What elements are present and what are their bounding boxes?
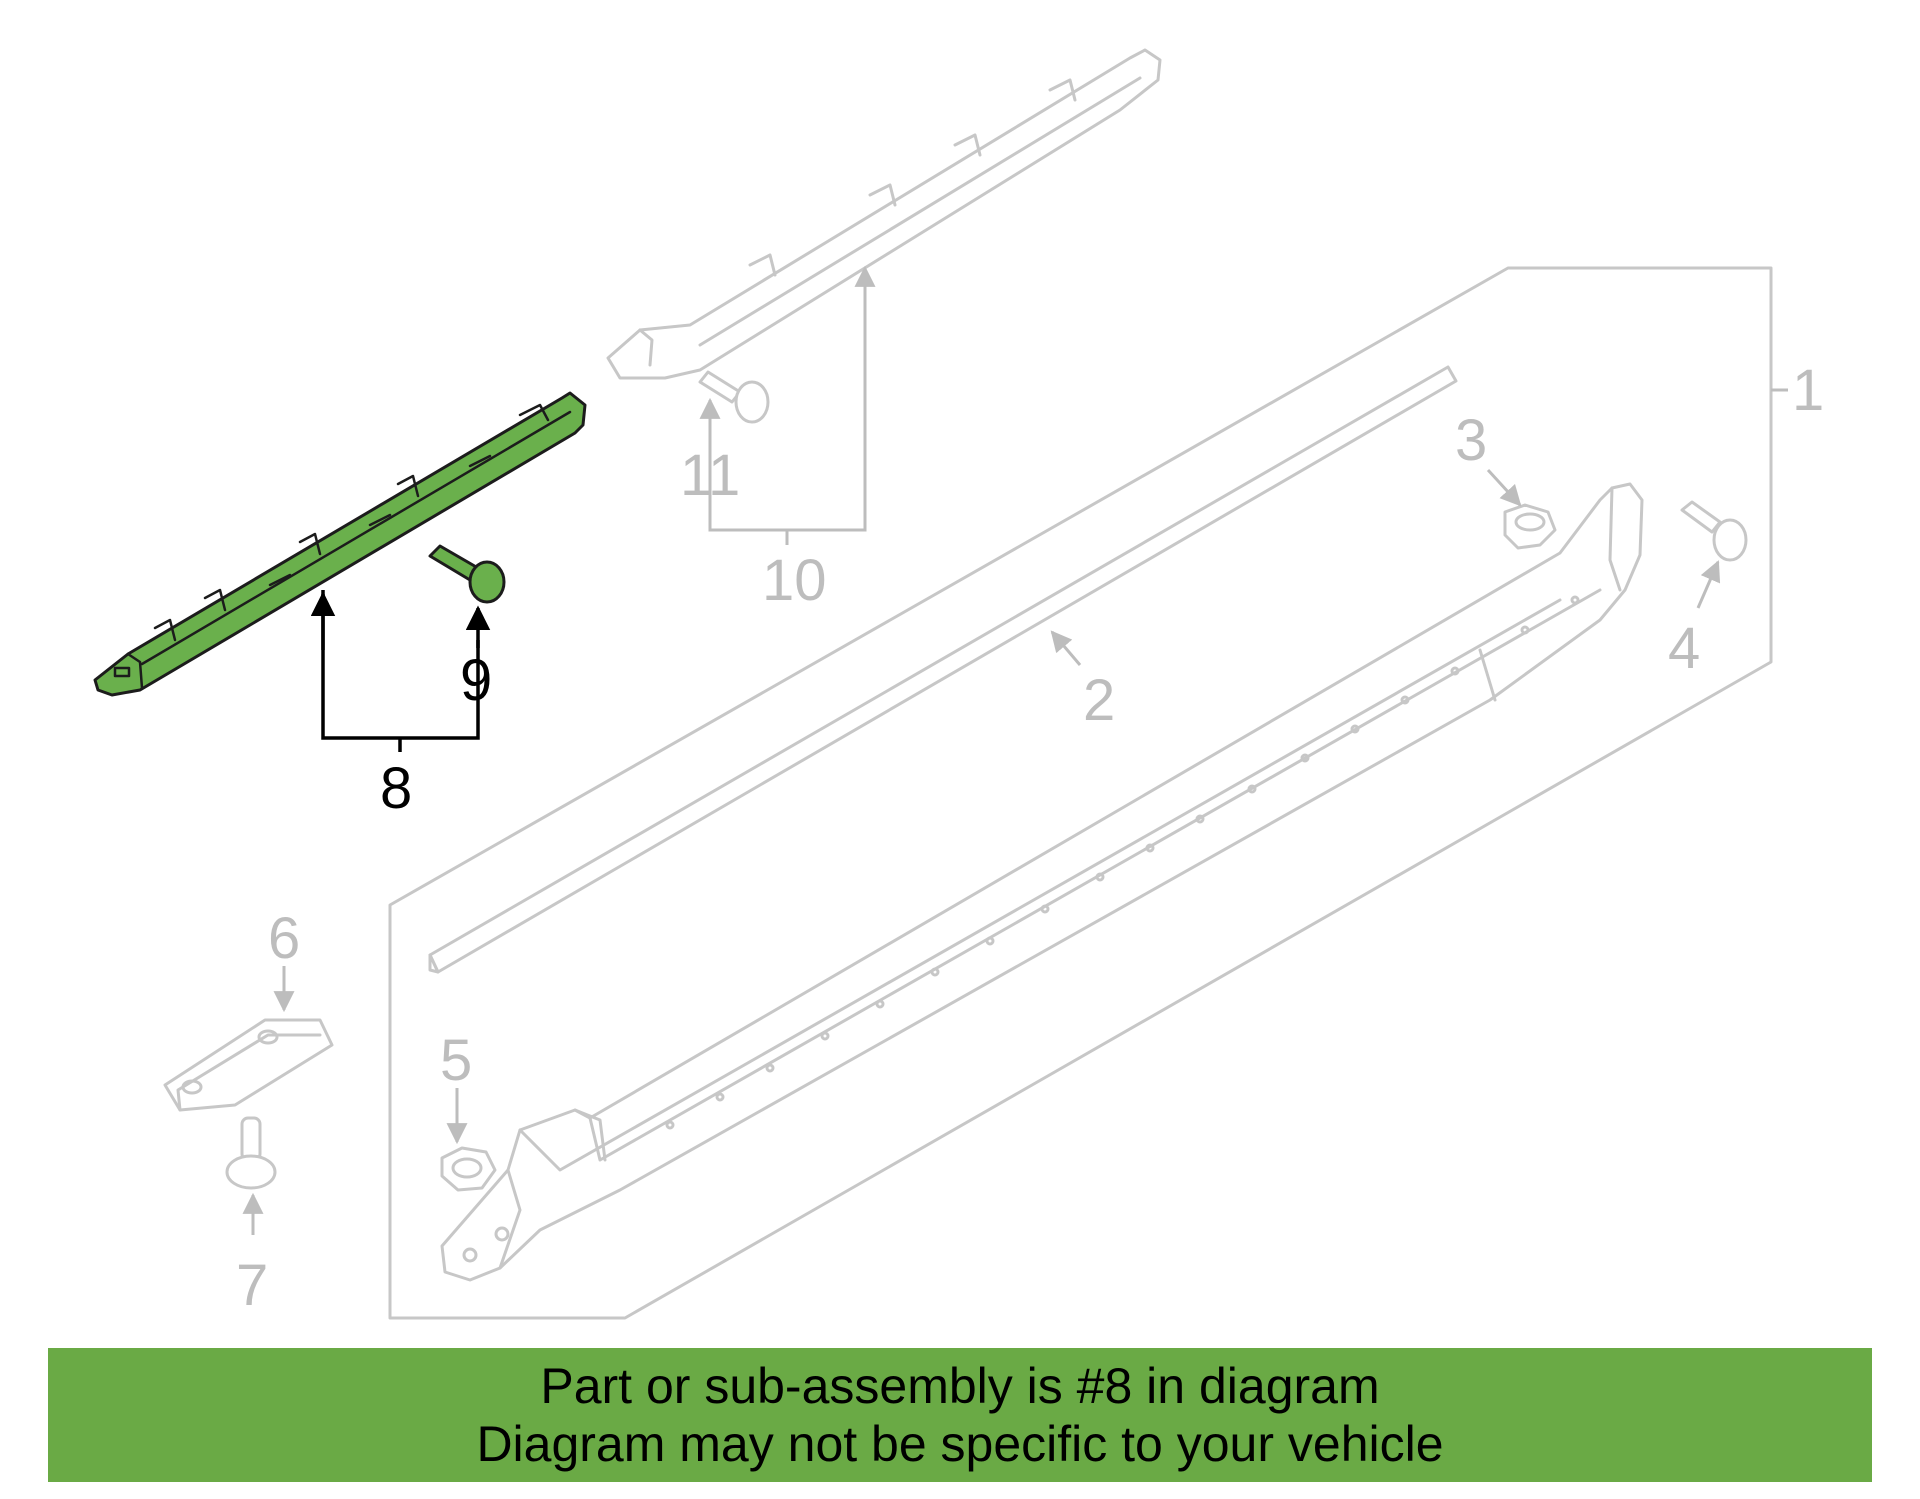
part-9-bolt (428, 544, 506, 604)
callout-7: 7 (236, 1253, 268, 1318)
rocker-assembly-outline (388, 266, 1788, 1320)
callout-9: 9 (460, 648, 492, 713)
callout-4: 4 (1668, 616, 1700, 681)
part-8-highlighted-rail (93, 391, 587, 697)
callout-8: 8 (380, 756, 412, 821)
callout-5: 5 (440, 1028, 472, 1093)
callout-1: 1 (1792, 358, 1824, 423)
leader-lines (242, 265, 1721, 1235)
banner-line-1: Part or sub-assembly is #8 in diagram (540, 1358, 1380, 1414)
callout-10: 10 (762, 548, 827, 613)
callout-11: 11 (680, 443, 740, 508)
part-10-bracket (606, 48, 1162, 380)
part-3-nut (1503, 503, 1557, 550)
part-11-bolt (698, 370, 770, 424)
callout-3: 3 (1455, 408, 1487, 473)
part-6-bracket (163, 1018, 334, 1112)
rocker-holes (462, 595, 1580, 1263)
banner-line-2: Diagram may not be specific to your vehi… (476, 1416, 1444, 1472)
part-7-stud (225, 1116, 277, 1190)
callout-6: 6 (268, 906, 300, 971)
callout-2: 2 (1083, 668, 1115, 733)
part-2-molding (428, 365, 1458, 974)
rocker-panel (440, 482, 1644, 1282)
info-banner: Part or sub-assembly is #8 in diagram Di… (48, 1348, 1872, 1482)
callout-labels: 1 2 3 4 5 6 7 8 9 10 11 (236, 358, 1824, 1318)
part-4-bolt (1680, 500, 1748, 562)
part-5-nut (440, 1146, 497, 1192)
